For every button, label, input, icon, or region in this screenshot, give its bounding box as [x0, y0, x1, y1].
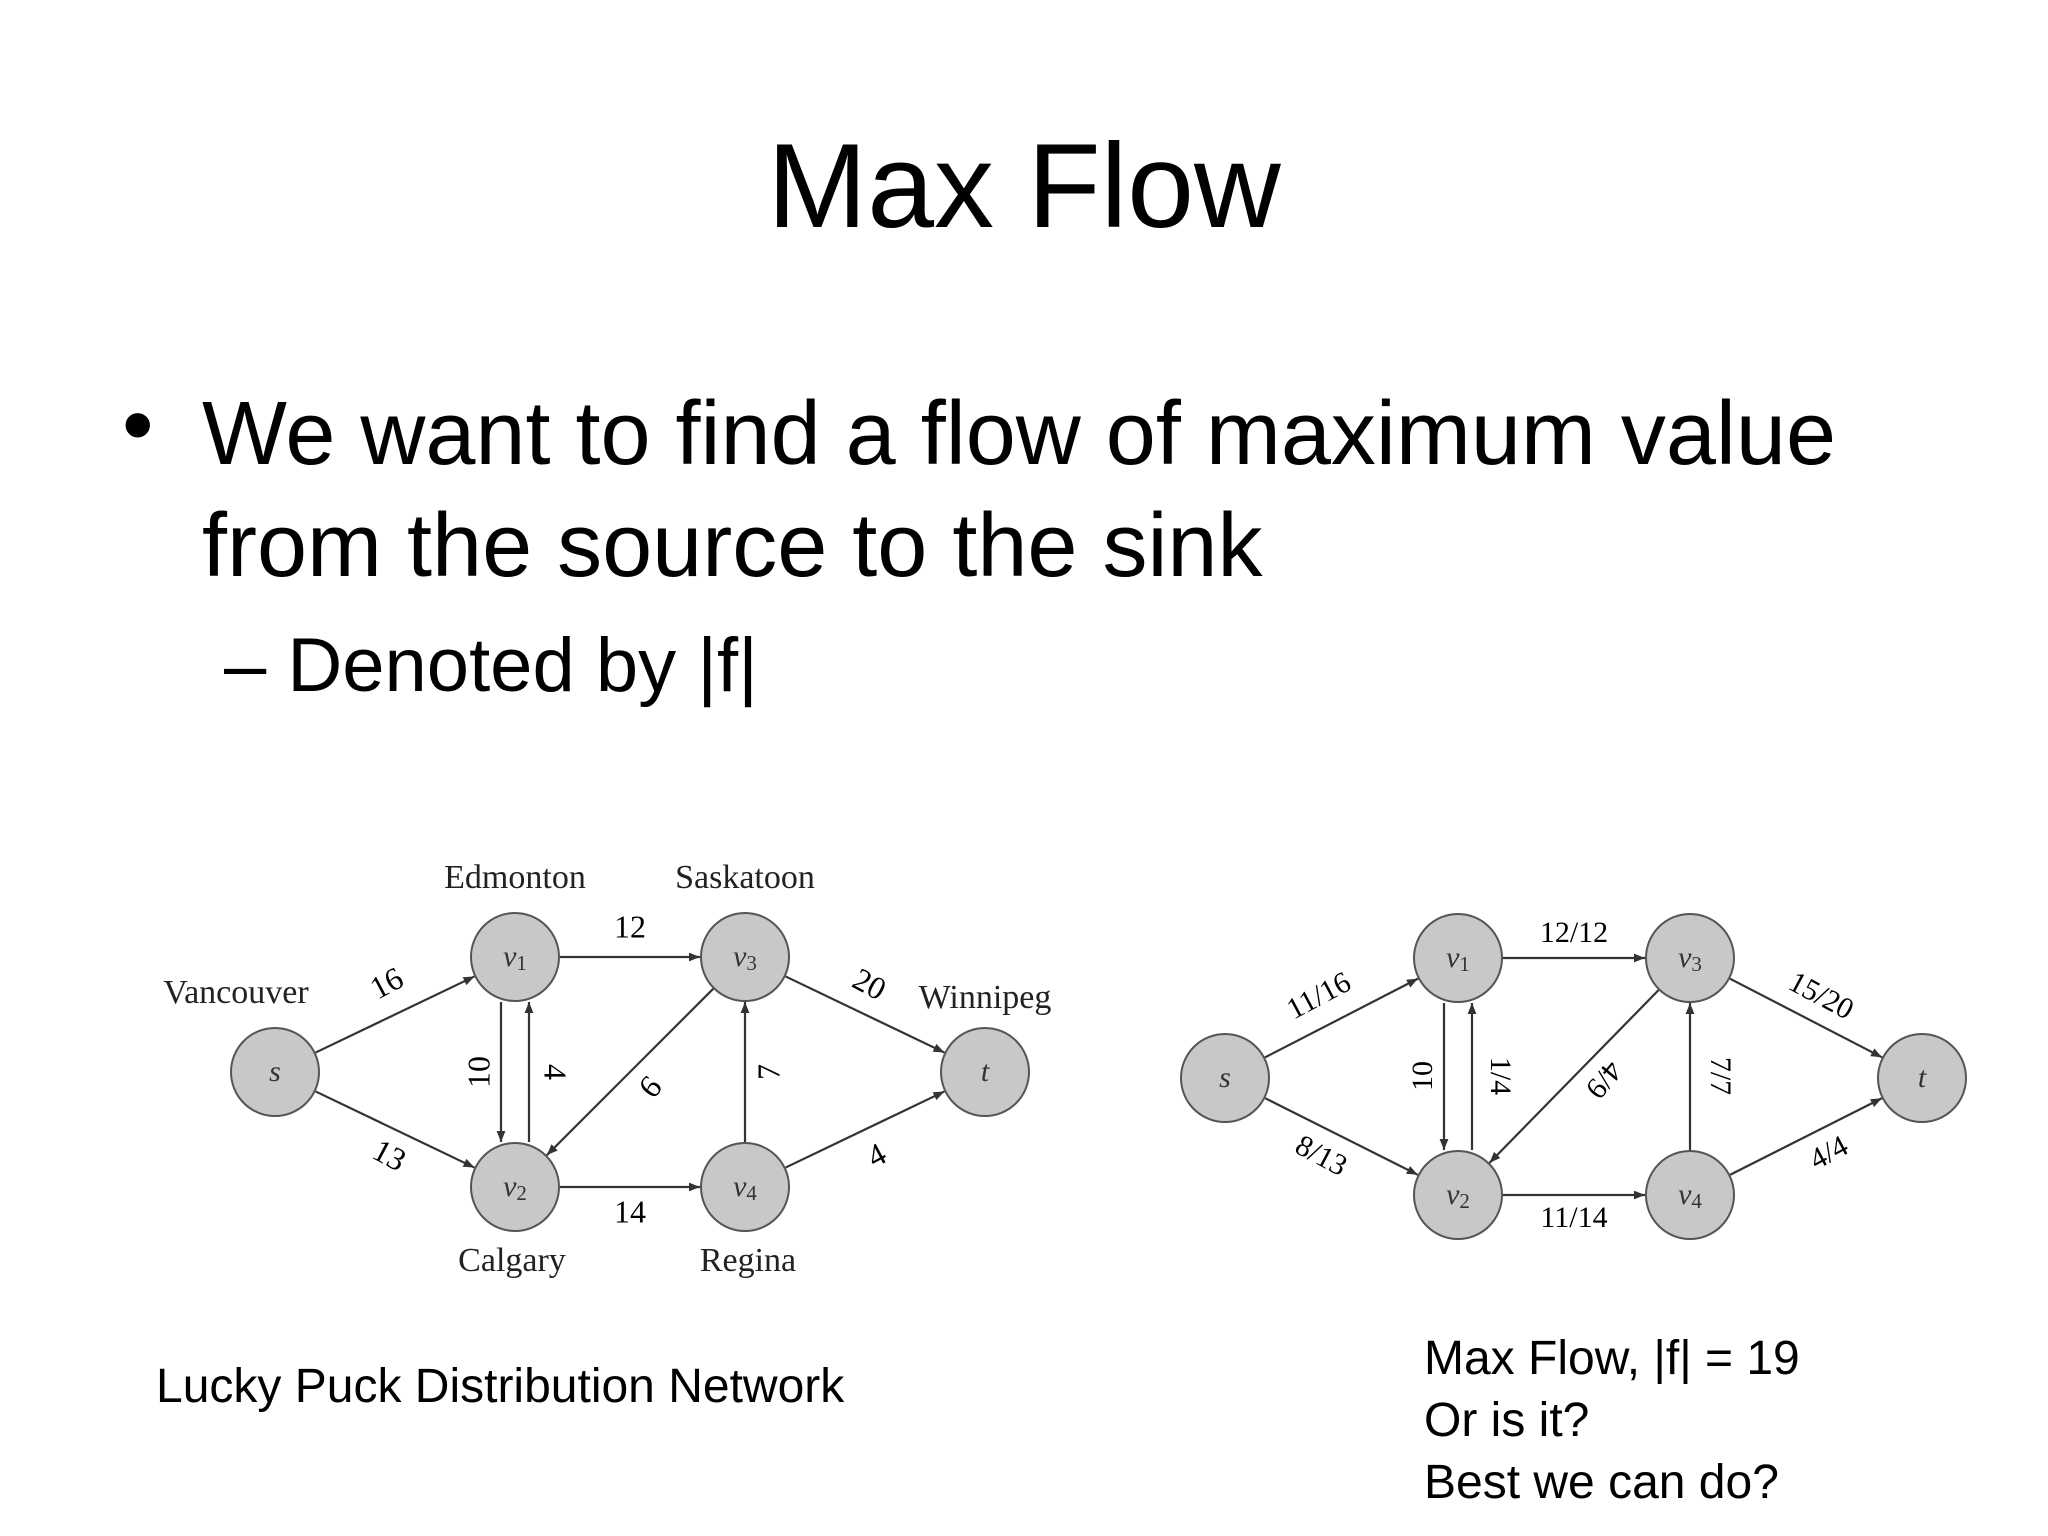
- right-edge-v3-t: [1729, 977, 1883, 1059]
- right-node-v1: [1413, 913, 1503, 1003]
- left-edge-v4-t: [785, 1090, 945, 1169]
- right-edge-label-v2-v4: 11/14: [1540, 1201, 1607, 1234]
- left-network-caption: Lucky Puck Distribution Network: [156, 1360, 845, 1413]
- right-node-v2: [1413, 1150, 1503, 1240]
- right-edge-label-v2-v1: 1/4: [1484, 1057, 1517, 1095]
- left-edge-v3-t: [785, 975, 945, 1054]
- right-edge-label-v4-t: 4/4: [1804, 1129, 1853, 1176]
- left-edge-label-v1-v2: 10: [460, 1056, 496, 1088]
- left-edge-s-v1: [315, 975, 475, 1054]
- bullet-line-1: We want to find a flow of maximum value: [202, 384, 1837, 484]
- right-network-caption: Max Flow, |f| = 19 Or is it? Best we can…: [1424, 1328, 1800, 1514]
- caption-line-or-is-it: Or is it?: [1424, 1394, 1590, 1447]
- right-edge-label-v4-v3: 7/7: [1704, 1057, 1737, 1095]
- bullet-text: We want to find a flow of maximum value …: [202, 378, 2002, 602]
- left-edge-label-s-v2: 13: [367, 1131, 412, 1178]
- sub-bullet: – Denoted by |f|: [224, 623, 758, 708]
- left-city-label-v2: Calgary: [458, 1242, 566, 1279]
- slide-title: Max Flow: [767, 119, 1281, 253]
- left-node-v4: [700, 1142, 790, 1232]
- right-node-v3: [1645, 913, 1735, 1003]
- right-edge-label-v3-v2: 4/9: [1579, 1054, 1629, 1105]
- left-node-v1: [470, 912, 560, 1002]
- left-city-label-v1: Edmonton: [444, 859, 586, 896]
- left-node-v2: [470, 1142, 560, 1232]
- right-edge-v4-t: [1729, 1097, 1883, 1176]
- left-city-label-v4: Regina: [700, 1242, 796, 1279]
- left-edge-label-v1-v3: 12: [614, 908, 646, 944]
- left-edge-label-v4-v3: 7: [750, 1064, 786, 1080]
- left-edge-label-v2-v1: 4: [538, 1064, 574, 1080]
- right-node-v4: [1645, 1150, 1735, 1240]
- right-edge-v3-v2: [1488, 989, 1660, 1164]
- right-node-label-t: t: [1918, 1061, 1927, 1094]
- caption-line-max-flow: Max Flow, |f| = 19: [1424, 1332, 1800, 1385]
- caption-line-best: Best we can do?: [1424, 1456, 1779, 1509]
- right-edge-label-v1-v2: 10: [1406, 1061, 1439, 1091]
- bullet-line-2: from the source to the sink: [202, 496, 1263, 596]
- right-edge-s-v2: [1264, 1097, 1419, 1176]
- right-node-label-s: s: [1219, 1061, 1231, 1094]
- left-city-label-s: Vancouver: [163, 974, 309, 1011]
- right-node-t: [1877, 1033, 1967, 1123]
- left-edge-label-s-v1: 16: [364, 959, 409, 1006]
- left-node-label-t: t: [981, 1055, 990, 1088]
- left-edge-label-v3-v2: 9: [632, 1070, 670, 1105]
- left-node-s: [230, 1027, 320, 1117]
- left-city-label-v3: Saskatoon: [675, 859, 815, 896]
- left-node-t: [940, 1027, 1030, 1117]
- right-edge-label-v1-v3: 12/12: [1540, 916, 1608, 949]
- left-edge-label-v2-v4: 14: [614, 1193, 646, 1229]
- left-node-v3: [700, 912, 790, 1002]
- right-edge-s-v1: [1264, 977, 1419, 1059]
- right-node-s: [1180, 1033, 1270, 1123]
- right-edge-label-v3-t: 15/20: [1783, 965, 1859, 1026]
- left-edge-s-v2: [315, 1090, 475, 1169]
- bullet-symbol: •: [122, 375, 154, 475]
- left-city-label-t: Winnipeg: [919, 979, 1052, 1016]
- left-edge-label-v4-t: 4: [861, 1135, 892, 1174]
- left-edge-label-v3-t: 20: [847, 960, 892, 1007]
- left-node-label-s: s: [269, 1055, 281, 1088]
- left-edge-v3-v2: [546, 988, 714, 1156]
